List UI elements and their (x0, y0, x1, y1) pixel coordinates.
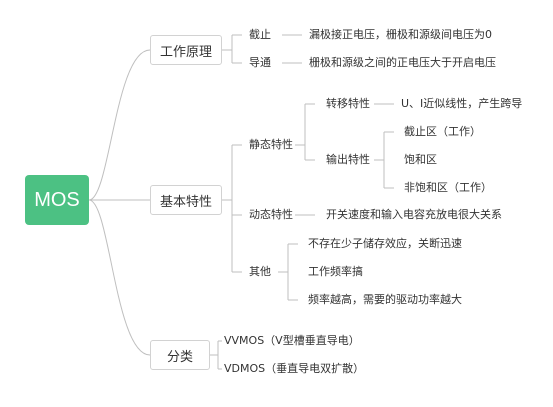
root-node-mos[interactable]: MOS (25, 175, 89, 225)
node-other-item[interactable]: 不存在少子储存效应，关断迅速 (308, 237, 462, 250)
node-classification-item[interactable]: VDMOS（垂直导电双扩散） (224, 362, 365, 375)
node-working-principle[interactable]: 工作原理 (150, 35, 222, 65)
node-dynamic-characteristics[interactable]: 动态特性 (249, 208, 293, 221)
node-dynamic-desc[interactable]: 开关速度和输入电容充放电很大关系 (326, 208, 502, 221)
node-conduct[interactable]: 导通 (249, 56, 271, 69)
node-transfer-desc[interactable]: U、I近似线性，产生跨导 (401, 97, 523, 110)
node-output-region[interactable]: 非饱和区（工作） (404, 181, 492, 194)
node-output-region[interactable]: 饱和区 (404, 153, 437, 166)
node-static-characteristics[interactable]: 静态特性 (249, 138, 293, 151)
node-conduct-desc[interactable]: 栅极和源级之间的正电压大于开启电压 (309, 56, 496, 69)
node-output-characteristics[interactable]: 输出特性 (326, 153, 370, 166)
node-transfer-characteristics[interactable]: 转移特性 (326, 97, 370, 110)
node-other-item[interactable]: 工作频率搞 (308, 265, 363, 278)
node-other[interactable]: 其他 (249, 265, 271, 278)
node-cutoff[interactable]: 截止 (249, 28, 271, 41)
node-other-item[interactable]: 频率越高，需要的驱动功率越大 (308, 293, 462, 306)
node-cutoff-desc[interactable]: 漏极接正电压，栅极和源级间电压为0 (309, 28, 492, 41)
node-output-region[interactable]: 截止区（工作） (404, 125, 481, 138)
node-basic-characteristics[interactable]: 基本特性 (150, 185, 222, 215)
node-classification-item[interactable]: VVMOS（V型槽垂直导电） (224, 334, 360, 347)
node-classification[interactable]: 分类 (150, 340, 210, 370)
